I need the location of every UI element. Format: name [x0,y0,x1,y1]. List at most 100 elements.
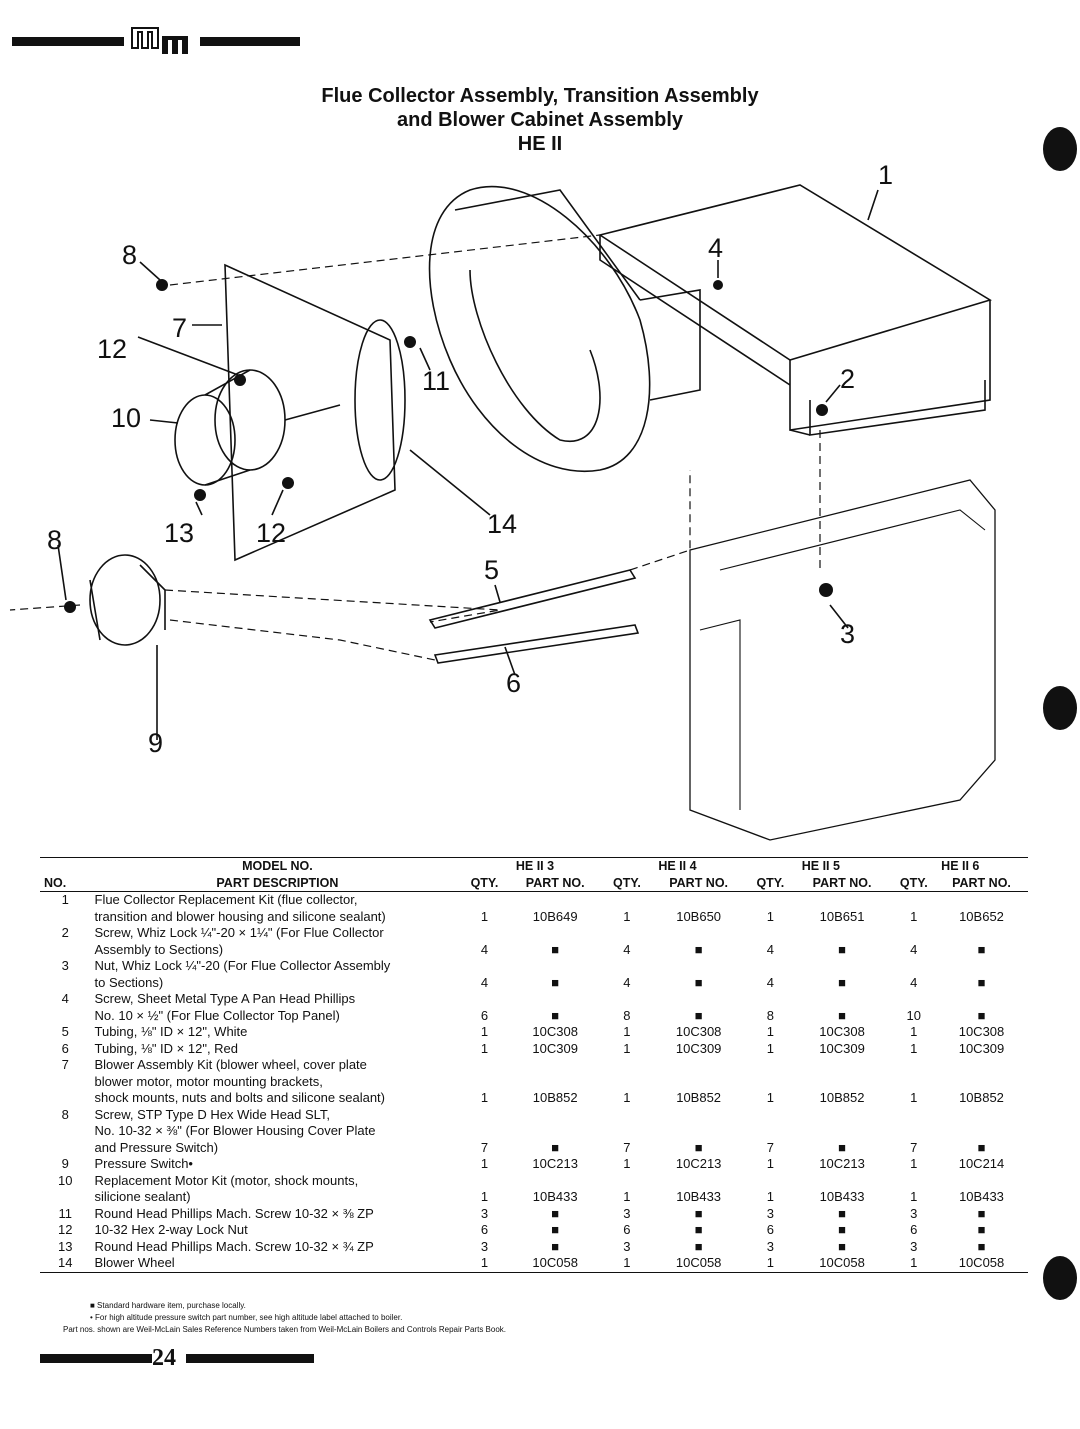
qty-cell [606,925,648,942]
part-no-cell: ■ [977,1238,986,1254]
part-no-cell [648,925,749,942]
callout-1: 1 [878,160,894,190]
qty-cell [749,1173,791,1190]
part-description: Tubing, ⅛" ID × 12", White [94,1024,248,1039]
qty-cell: 1 [766,1189,774,1204]
part-no-cell [505,1057,606,1074]
part-description: Nut, Whiz Lock ¼"-20 (For Flue Collector… [94,958,391,973]
part-no-cell [505,925,606,942]
qty-cell: 4 [766,974,774,990]
col-part-no: PART NO. [791,874,893,892]
part-no-cell [792,958,893,975]
part-no-cell: ■ [838,974,846,990]
item-number: 2 [61,925,69,940]
part-no-cell: ■ [838,1007,846,1023]
part-description: blower motor, motor mounting brackets, [94,1073,323,1089]
qty-cell: 6 [480,1007,489,1023]
qty-cell [893,925,935,942]
model-he2-3: HE II 3 [464,857,606,875]
margin-dot-middle [1043,686,1077,730]
part-no-cell: ■ [551,941,560,957]
item-number [40,1123,91,1140]
qty-cell: 4 [623,974,631,990]
part-no-cell: 10C213 [532,1156,578,1171]
footer-bar-right [186,1354,314,1363]
qty-cell: 1 [766,1090,774,1105]
qty-cell: 1 [766,908,774,924]
part-description: Assembly to Sections) [94,941,224,957]
part-no-cell [792,1074,893,1091]
callout-4: 4 [708,233,724,263]
part-no-cell [935,1123,1028,1140]
qty-cell: 1 [910,1090,918,1105]
item-number [40,1008,91,1025]
part-description: Tubing, ⅛" ID × 12", Red [94,1040,239,1056]
footnote-part-numbers: Part nos. shown are Weil-McLain Sales Re… [63,1325,506,1334]
table-row: No. 10-32 × ⅜" (For Blower Housing Cover… [40,1123,1028,1140]
part-description: No. 10-32 × ⅜" (For Blower Housing Cover… [94,1123,376,1138]
parts-table: MODEL NO. HE II 3 HE II 4 HE II 5 HE II … [40,857,1028,1273]
part-no-cell [935,1057,1028,1074]
qty-cell [606,991,648,1008]
part-no-cell [792,1057,893,1074]
part-no-cell: ■ [694,974,703,990]
callout-5: 5 [484,555,500,585]
item-number: 14 [40,1255,91,1273]
margin-dot-bottom [1043,1256,1077,1300]
part-no-cell [648,1107,749,1124]
part-no-cell: 10B652 [959,908,1004,924]
qty-cell [749,958,791,975]
qty-cell: 1 [910,1040,918,1056]
part-no-cell [648,1173,749,1190]
col-qty: QTY. [464,874,505,892]
item-number [40,975,91,992]
qty-cell: 1 [480,1156,489,1171]
part-no-cell: 10C309 [675,1040,722,1056]
callout-3: 3 [840,619,856,649]
qty-cell [749,1057,791,1074]
qty-cell [893,1107,935,1124]
qty-cell: 1 [480,1040,489,1056]
part-no-cell [935,958,1028,975]
item-number [40,1140,91,1157]
header-bar-left [12,37,124,46]
item-number: 6 [61,1040,69,1056]
item-number: 1 [61,892,69,907]
qty-cell [464,1074,504,1091]
part-no-cell [648,1074,749,1091]
part-no-cell: ■ [551,974,560,990]
part-no-cell: ■ [838,1238,846,1254]
qty-cell: 6 [480,1222,489,1237]
part-no-cell: ■ [694,1238,703,1254]
item-number: 8 [61,1106,69,1122]
qty-cell [464,925,504,942]
col-part-no: PART NO. [935,874,1028,892]
qty-cell: 4 [623,941,631,957]
col-no: NO. [40,874,91,892]
part-no-cell: 10C214 [958,1156,1005,1171]
item-number [40,909,91,926]
qty-cell: 1 [749,1255,792,1273]
callout-12-bottom: 12 [256,518,287,548]
qty-cell [464,958,504,975]
qty-cell [749,892,791,909]
part-description: silicione sealant) [94,1189,191,1204]
item-number: 11 [58,1205,73,1221]
col-qty: QTY. [749,874,792,892]
part-no-cell [792,991,893,1008]
part-no-cell: 10C213 [675,1156,722,1171]
part-no-cell: 10C058 [648,1255,750,1273]
part-no-cell: 10C308 [819,1024,865,1039]
table-row: blower motor, motor mounting brackets, [40,1074,1028,1091]
part-no-cell: ■ [694,941,703,957]
qty-cell: 7 [766,1139,774,1155]
part-no-cell: 10C308 [675,1024,722,1039]
qty-cell: 1 [623,908,631,924]
model-header-row: MODEL NO. HE II 3 HE II 4 HE II 5 HE II … [40,857,1028,875]
